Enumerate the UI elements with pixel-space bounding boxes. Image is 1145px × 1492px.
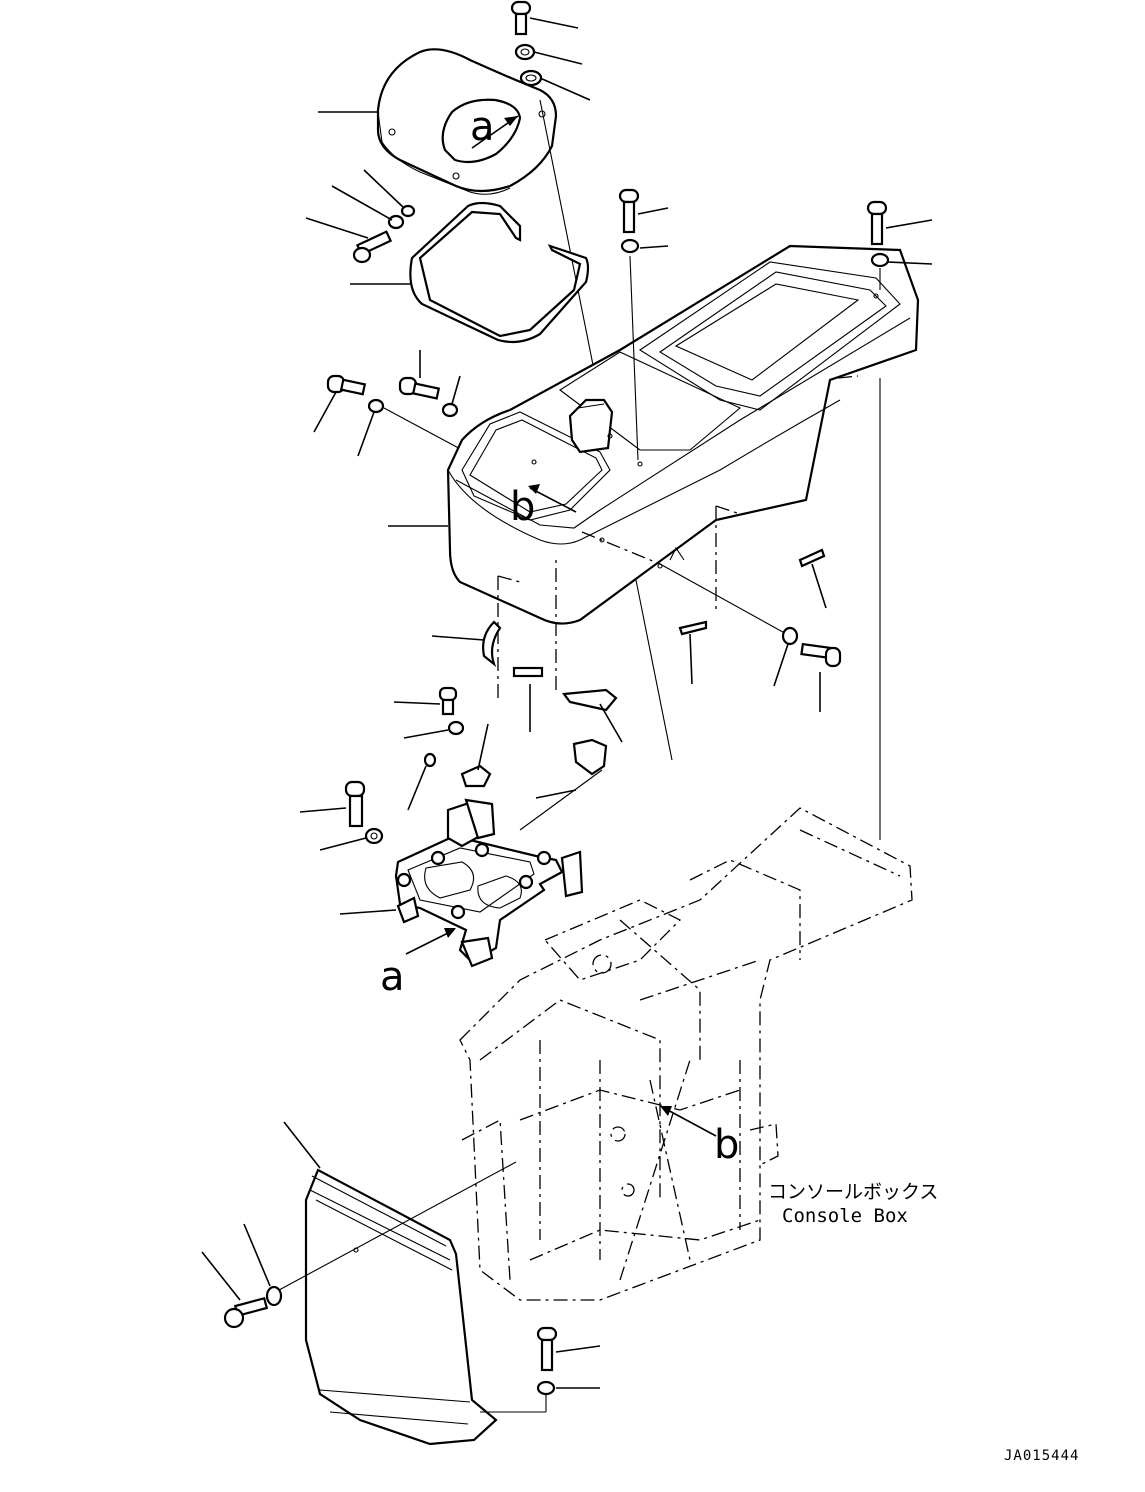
arrow-b-bottom <box>660 1106 717 1137</box>
bottom-screw <box>480 1326 601 1413</box>
view-label-a-top: a <box>470 104 495 150</box>
lever-bracket <box>394 798 584 968</box>
drawing-reference-number: JA015444 <box>1004 1448 1079 1464</box>
gasket-seal <box>350 201 590 344</box>
arrow-a-bottom <box>405 928 456 955</box>
view-label-b-bottom: b <box>714 1122 739 1168</box>
top-cover <box>376 48 558 195</box>
cover-side-screw <box>305 169 416 264</box>
view-label-b-top: b <box>510 484 535 530</box>
bracket-fasteners <box>299 686 608 851</box>
console-frame-phantom <box>459 807 913 1301</box>
right-bolt <box>773 626 842 712</box>
caption-english: Console Box <box>782 1205 908 1227</box>
top-right-screws <box>618 188 933 461</box>
top-bolt-stack <box>510 0 673 761</box>
left-bolts <box>313 350 467 457</box>
caption-japanese: コンソールボックス <box>768 1181 938 1203</box>
arrow-b-top <box>528 484 577 513</box>
front-lower-cover <box>267 1121 517 1446</box>
lower-cover-bolt <box>201 1223 283 1329</box>
console-box-body <box>446 244 920 625</box>
view-label-a-bottom: a <box>380 954 405 1000</box>
side-clips <box>431 548 827 743</box>
leader-bracket <box>339 909 397 915</box>
alignment-lines <box>497 375 881 840</box>
